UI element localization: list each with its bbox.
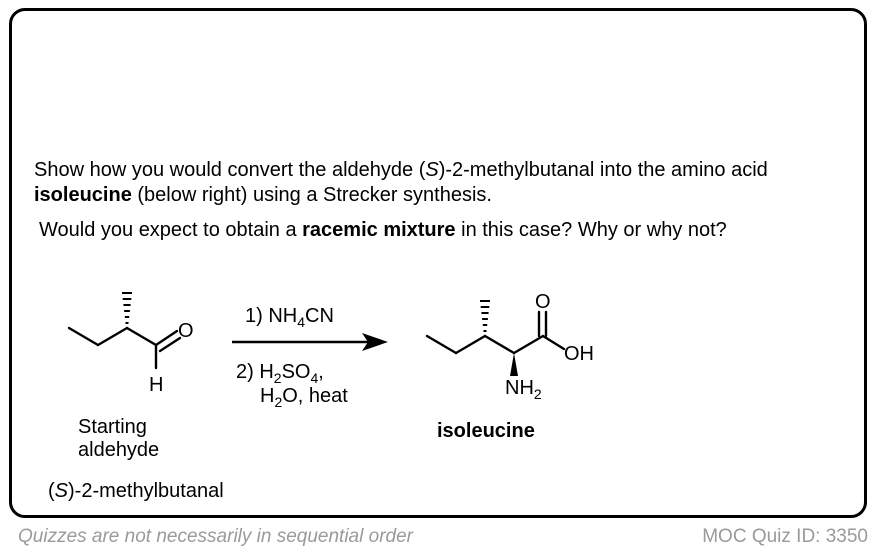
reactant-bond-2 (96, 326, 129, 347)
reaction-arrow (232, 333, 388, 351)
product-c-oh-bond (541, 334, 566, 351)
starting-label-line1: Starting (78, 416, 147, 438)
product-atom-oh: OH (564, 343, 594, 365)
footer-sequence-note: Quizzes are not necessarily in sequentia… (18, 526, 413, 547)
reactant-name: (S)-2-methylbutanal (48, 480, 224, 502)
question2-part2: in this case? Why or why not? (455, 219, 727, 241)
reagent-step3: H2O, heat (260, 385, 348, 410)
product-solid-wedge (510, 353, 518, 376)
question2-text: Would you expect to obtain a racemic mix… (39, 218, 859, 243)
reagent-step2: 2) H2SO4, (236, 361, 324, 386)
product-bond-2 (454, 334, 487, 355)
question2-racemic-bold: racemic mixture (302, 219, 456, 241)
reactant-carbonyl-bond-a (154, 329, 179, 347)
product-atom-o: O (535, 291, 551, 313)
quiz-card (9, 8, 867, 518)
product-bond-4 (512, 334, 545, 355)
product-structure (425, 310, 566, 355)
product-name: isoleucine (437, 420, 535, 442)
reagent-step1: 1) NH4CN (245, 305, 334, 330)
question-line2-rest: (below right) using a Strecker synthesis… (131, 184, 492, 206)
reactant-structure (67, 326, 182, 370)
footer-quiz-id: MOC Quiz ID: 3350 (702, 526, 868, 547)
starting-aldehyde-label: Starting aldehyde (78, 416, 159, 462)
reactant-bond-1 (67, 326, 100, 347)
product-bond-1 (425, 334, 458, 355)
question-stereo-s: S (425, 159, 439, 181)
reactant-carbonyl-bond-b (158, 336, 182, 353)
reactant-hashed-wedge (122, 292, 132, 324)
product-hashed-wedge (480, 300, 490, 332)
question-isoleucine-bold: isoleucine (34, 184, 132, 206)
question2-part1: Would you expect to obtain a (39, 219, 303, 241)
reactant-atom-h: H (149, 374, 163, 396)
reactant-atom-o: O (178, 320, 194, 342)
question-line1-part1: Show how you would convert the aldehyde … (34, 159, 426, 181)
starting-label-line2: aldehyde (78, 439, 160, 461)
product-bond-3 (483, 334, 516, 355)
question-line1-part2: )-2-methylbutanal into the amino acid (438, 159, 768, 181)
question-text: Show how you would convert the aldehyde … (34, 158, 854, 208)
product-atom-nh2: NH2 (505, 377, 542, 402)
reactant-bond-3 (125, 326, 158, 347)
